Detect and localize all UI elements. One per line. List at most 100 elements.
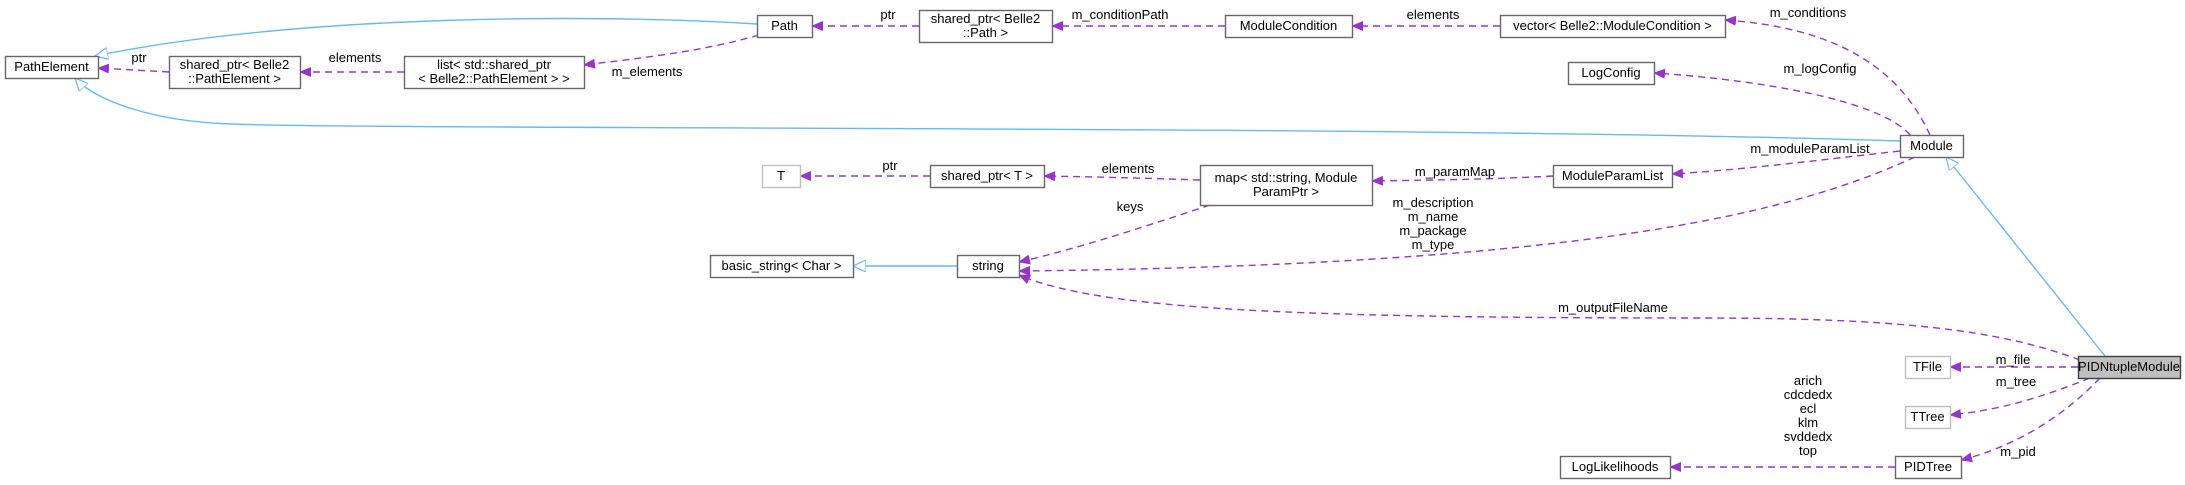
class-node-shared-ptr-t[interactable]: shared_ptr< T > (929, 164, 1046, 189)
class-node-box (1567, 61, 1656, 86)
edge-label-ptr: ptr (882, 158, 898, 173)
class-node-pidntuplemodule[interactable]: PIDNtupleModule (2077, 355, 2182, 380)
class-node-box (4, 55, 100, 80)
edge-label-m-tree: m_tree (1996, 374, 2036, 389)
edge-pidntuplemodule-to-ttree: m_tree (1949, 374, 2091, 419)
class-node-label: string (972, 258, 1004, 273)
class-node-box (709, 254, 855, 279)
usage-arrow-module-to-moduleparamlist (1671, 150, 1901, 179)
class-node-list-shared-ptr[interactable]: list< std::shared_ptr< Belle2::PathEleme… (403, 55, 586, 90)
edge-label-arich: arich (1794, 373, 1822, 388)
class-node-pidtree[interactable]: PIDTree (1894, 455, 1963, 480)
usage-arrow-moduleparamlist-to-map (1371, 175, 1554, 186)
class-node-shared-ptr-path[interactable]: shared_ptr< Belle2::Path > (918, 9, 1054, 44)
edge-label-svddedx: svddedx (1784, 429, 1833, 444)
class-node-label: vector< Belle2::ModuleCondition > (1513, 18, 1712, 33)
class-node-label: ::PathElement > (188, 71, 281, 86)
class-node-tfile[interactable]: TFile (1904, 355, 1952, 380)
class-node-box (756, 14, 814, 39)
class-node-moduleparamlist[interactable]: ModuleParamList (1552, 164, 1674, 189)
class-node-box (918, 9, 1054, 44)
class-node-box (1899, 134, 1965, 159)
usage-arrow-path-to-list (583, 34, 760, 69)
class-node-box (1904, 355, 1952, 380)
edge-label-m-conditions: m_conditions (1770, 5, 1847, 20)
class-node-box (1904, 405, 1952, 430)
edge-label-elements: elements (329, 50, 382, 65)
class-node-label: basic_string< Char > (722, 258, 842, 273)
edge-list-to-shared-ptr-pathelement: elements (299, 50, 404, 77)
edge-pidntuplemodule-to-tfile: m_file (1949, 352, 2078, 372)
class-node-label: ::Path > (963, 25, 1008, 40)
class-node-label: LogLikelihoods (1572, 459, 1659, 474)
class-node-box (168, 55, 302, 90)
class-node-shared-ptr-pathelement[interactable]: shared_ptr< Belle2::PathElement > (168, 55, 302, 90)
edge-module-to-logconfig: m_logConfig (1653, 61, 1911, 136)
class-node-label: PathElement (14, 59, 89, 74)
class-node-label: list< std::shared_ptr (437, 57, 551, 72)
edge-shared-ptr-t-to-t: ptr (799, 158, 930, 181)
class-node-label: shared_ptr< T > (941, 168, 1033, 183)
usage-arrow-shared-ptr-pathelement-to-pathelement (97, 63, 170, 74)
edge-moduleparamlist-to-map: m_paramMap (1371, 164, 1554, 186)
class-node-logconfig[interactable]: LogConfig (1567, 61, 1656, 86)
edge-label-m-conditionpath: m_conditionPath (1072, 7, 1169, 22)
class-node-box (1552, 164, 1674, 189)
usage-arrow-pidntuplemodule-to-pidtree (1960, 377, 2101, 463)
class-node-ttree[interactable]: TTree (1904, 405, 1952, 430)
class-node-label: TFile (1913, 359, 1942, 374)
class-node-label: T (777, 168, 785, 183)
edge-label-ptr: ptr (131, 50, 147, 65)
edge-path-to-list: m_elements (583, 34, 760, 79)
usage-arrow-module-to-vector (1724, 15, 1931, 136)
edge-pidntuplemodule-to-string: m_outputFileName (1018, 274, 2081, 361)
edge-label-m-pid: m_pid (2000, 444, 2035, 459)
edge-map-to-shared-ptr-t: elements (1043, 161, 1201, 182)
edge-shared-ptr-path-to-path: ptr (811, 7, 919, 31)
class-node-label: ModuleCondition (1240, 18, 1338, 33)
edge-label-m-parammap: m_paramMap (1415, 164, 1495, 179)
class-node-string[interactable]: string (956, 254, 1021, 279)
inheritance-arrow-pidntuplemodule-inherits-module (1946, 157, 2106, 357)
edge-label-ptr: ptr (880, 7, 896, 22)
class-node-vector-modulecondition[interactable]: vector< Belle2::ModuleCondition > (1499, 14, 1727, 39)
class-node-label: Module (1910, 138, 1953, 153)
class-node-box (1894, 455, 1963, 480)
class-node-box (1224, 14, 1354, 39)
usage-arrow-module-to-logconfig (1653, 68, 1911, 136)
class-node-label: map< std::string, Module (1215, 170, 1358, 185)
class-node-label: shared_ptr< Belle2 (931, 11, 1041, 26)
class-node-path[interactable]: Path (756, 14, 814, 39)
class-node-box (2077, 355, 2182, 380)
edge-map-to-string: keys (1018, 199, 1211, 265)
class-node-label: < Belle2::PathElement > > (418, 71, 569, 86)
usage-arrow-module-to-string (1018, 156, 1916, 276)
class-node-t[interactable]: T (761, 164, 802, 189)
edge-module-to-moduleparamlist: m_moduleParamList (1671, 141, 1901, 179)
class-node-box (1199, 164, 1374, 207)
edge-shared-ptr-pathelement-to-pathelement: ptr (97, 50, 170, 74)
usage-arrow-pidntuplemodule-to-ttree (1949, 377, 2091, 419)
edge-label-elements: elements (1102, 161, 1155, 176)
class-node-label: ModuleParamList (1562, 168, 1664, 183)
class-node-box (403, 55, 586, 90)
edge-label-elements: elements (1407, 7, 1460, 22)
edge-label-m-outputfilename: m_outputFileName (1558, 300, 1668, 315)
class-node-label: LogConfig (1581, 65, 1640, 80)
edge-label-cdcdedx: cdcdedx (1784, 387, 1833, 402)
class-node-box (956, 254, 1021, 279)
edge-label-m-file: m_file (1996, 352, 2031, 367)
class-node-loglikelihoods[interactable]: LogLikelihoods (1559, 455, 1672, 480)
class-node-label: PIDNtupleModule (2078, 359, 2180, 374)
class-node-label: shared_ptr< Belle2 (180, 57, 290, 72)
inheritance-arrow-path-inherits-pathelement (95, 17, 758, 56)
class-node-modulecondition[interactable]: ModuleCondition (1224, 14, 1354, 39)
class-node-basic-string[interactable]: basic_string< Char > (709, 254, 855, 279)
class-node-module[interactable]: Module (1899, 134, 1965, 159)
class-node-pathelement[interactable]: PathElement (4, 55, 100, 80)
class-node-box (1499, 14, 1727, 39)
usage-arrow-map-to-string (1018, 204, 1211, 265)
